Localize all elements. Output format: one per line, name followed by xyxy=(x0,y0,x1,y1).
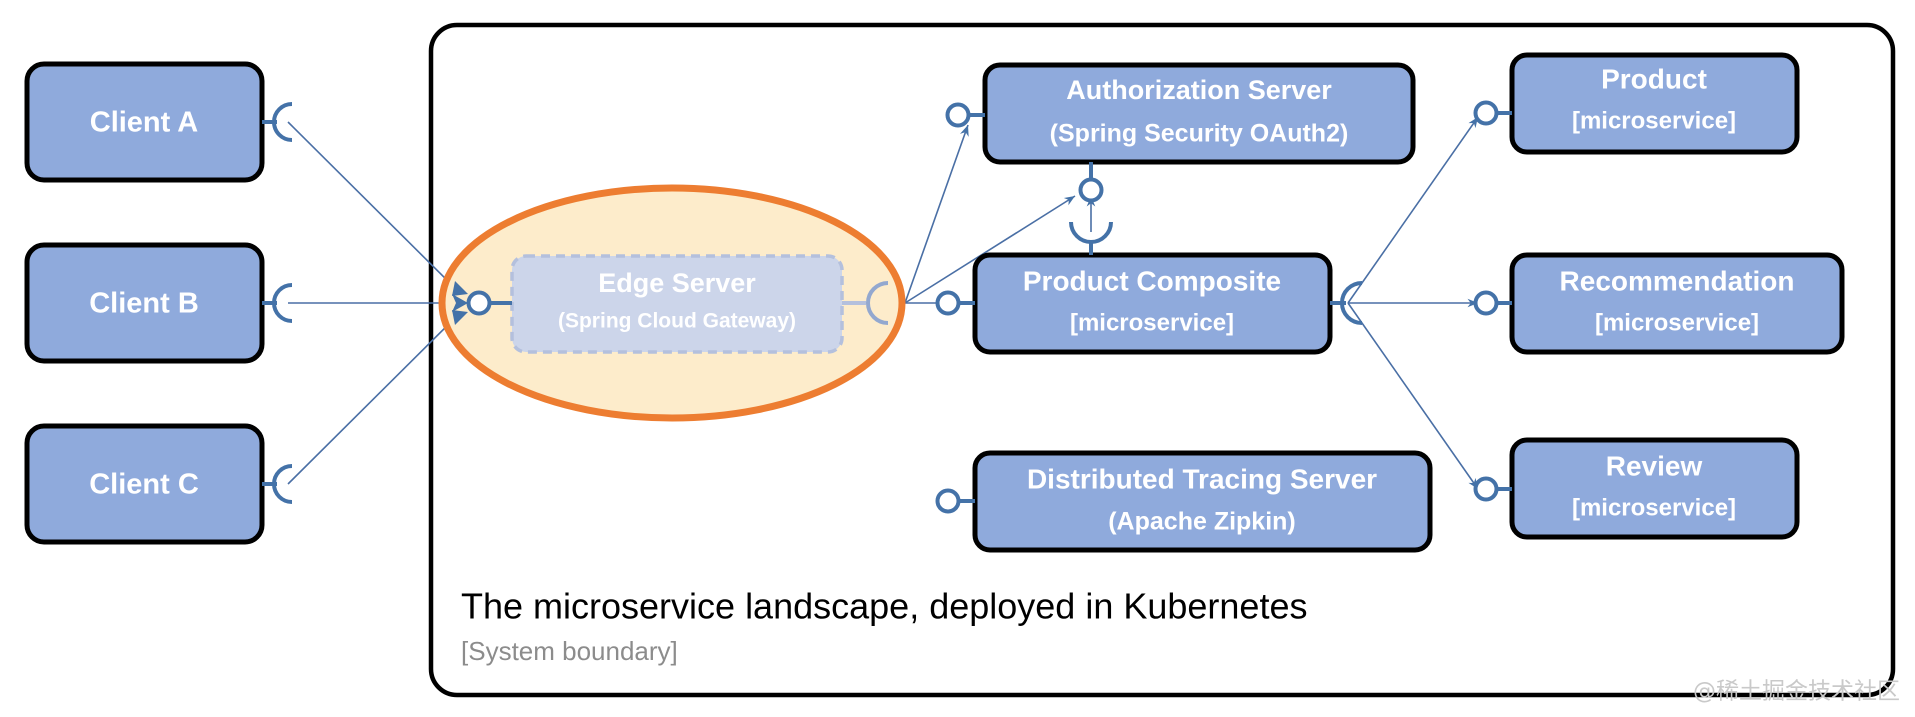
link-client-a-to-edge xyxy=(287,121,471,304)
product-composite-sublabel: [microservice] xyxy=(1070,309,1234,336)
authorization-server-sublabel: (Spring Security OAuth2) xyxy=(1050,120,1349,148)
node-client-a[interactable]: Client A xyxy=(24,61,293,183)
node-edge-server[interactable]: Edge Server (Spring Cloud Gateway) xyxy=(510,254,844,354)
node-distributed-tracing-server[interactable]: Distributed Tracing Server (Apache Zipki… xyxy=(935,450,1433,553)
product-box[interactable] xyxy=(1509,52,1800,155)
distributed-tracing-server-sublabel: (Apache Zipkin) xyxy=(1108,508,1296,536)
product-composite-socket-icon-right xyxy=(1340,281,1363,325)
node-product[interactable]: Product [microservice] xyxy=(1473,52,1800,155)
node-client-c[interactable]: Client C xyxy=(24,423,293,545)
connection-lines xyxy=(287,116,1479,490)
review-label: Review xyxy=(1606,450,1703,481)
edge-inbound-arrow-bottom xyxy=(452,310,468,325)
recommendation-sublabel: [microservice] xyxy=(1595,309,1759,336)
edge-server-sublabel: (Spring Cloud Gateway) xyxy=(558,310,796,333)
link-edge-to-authorization-server xyxy=(904,124,969,304)
product-composite-label: Product Composite xyxy=(1023,265,1281,296)
recommendation-label: Recommendation xyxy=(1560,265,1795,296)
authorization-server-label: Authorization Server xyxy=(1066,75,1332,105)
edge-inbound-arrow-mid xyxy=(452,294,468,312)
product-composite-socket-icon-top xyxy=(1069,221,1113,244)
system-boundary-rect xyxy=(428,22,1896,698)
edge-server-socket-icon xyxy=(866,281,889,325)
edge-server-label: Edge Server xyxy=(598,268,756,298)
edge-server-inbound-connector xyxy=(452,281,512,325)
node-client-b[interactable]: Client B xyxy=(24,242,293,364)
client-b-socket-icon xyxy=(272,283,293,323)
distributed-tracing-server-ball-icon xyxy=(935,488,961,514)
product-ball-icon xyxy=(1473,100,1499,126)
product-label: Product xyxy=(1601,63,1707,94)
boundary-subtitle: [System boundary] xyxy=(461,636,678,666)
product-composite-ball-icon-left xyxy=(935,290,961,316)
watermark: @稀土掘金技术社区 xyxy=(1693,679,1900,705)
review-ball-icon xyxy=(1473,476,1499,502)
link-composite-socket-to-auth xyxy=(904,195,1076,304)
node-authorization-server[interactable]: Authorization Server (Spring Security OA… xyxy=(945,62,1416,203)
edge-server-ball-icon xyxy=(466,290,492,316)
authorization-server-ball-icon-bottom xyxy=(1078,177,1104,203)
boundary-title: The microservice landscape, deployed in … xyxy=(461,586,1307,627)
distributed-tracing-server-label: Distributed Tracing Server xyxy=(1027,463,1377,494)
client-c-label: Client C xyxy=(89,469,199,501)
client-c-socket-icon xyxy=(272,464,293,504)
edge-server-outbound-connector xyxy=(842,281,889,325)
review-sublabel: [microservice] xyxy=(1572,494,1736,521)
product-sublabel: [microservice] xyxy=(1572,107,1736,134)
link-product-composite-to-product xyxy=(1347,116,1479,304)
client-a-socket-icon xyxy=(272,102,293,142)
recommendation-ball-icon xyxy=(1473,290,1499,316)
edge-inbound-arrow-top xyxy=(452,281,468,296)
client-b-label: Client B xyxy=(89,288,199,320)
client-a-label: Client A xyxy=(90,107,199,139)
node-product-composite[interactable]: Product Composite [microservice] xyxy=(935,221,1363,355)
link-client-c-to-edge xyxy=(287,302,471,485)
link-product-composite-to-review xyxy=(1347,302,1479,490)
node-recommendation[interactable]: Recommendation [microservice] xyxy=(1473,252,1845,355)
authorization-server-ball-icon-left xyxy=(945,102,971,128)
node-review[interactable]: Review [microservice] xyxy=(1473,437,1800,540)
